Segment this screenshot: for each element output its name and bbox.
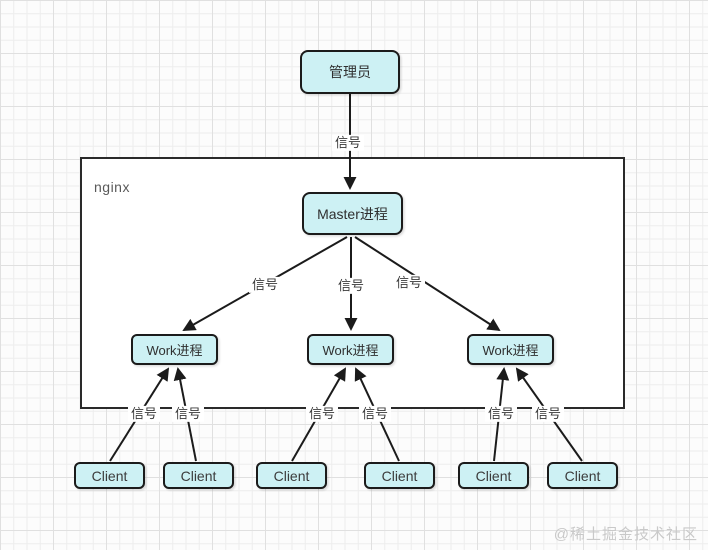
edge-label-signal-client2: 信号: [171, 405, 205, 423]
node-worker-3: Work进程: [467, 334, 554, 365]
edge-label-signal-master-worker1: 信号: [248, 276, 282, 294]
edge-label-signal-client5: 信号: [484, 405, 518, 423]
edge-label-signal-master-worker2: 信号: [334, 277, 368, 295]
node-master: Master进程: [302, 192, 403, 235]
node-admin: 管理员: [300, 50, 400, 94]
watermark: @稀土掘金技术社区: [553, 526, 698, 543]
edge-label-signal-client3: 信号: [305, 405, 339, 423]
node-client-1: Client: [74, 462, 145, 489]
node-client-4: Client: [364, 462, 435, 489]
node-client-3: Client: [256, 462, 327, 489]
node-client-2: Client: [163, 462, 234, 489]
node-worker-2: Work进程: [307, 334, 394, 365]
edge-label-signal-master-worker3: 信号: [392, 274, 426, 292]
nginx-container-label: nginx: [94, 179, 130, 195]
node-client-5: Client: [458, 462, 529, 489]
edge-label-signal-admin-master: 信号: [331, 134, 365, 152]
edge-label-signal-client6: 信号: [531, 405, 565, 423]
node-worker-1: Work进程: [131, 334, 218, 365]
edge-label-signal-client1: 信号: [127, 405, 161, 423]
edge-label-signal-client4: 信号: [358, 405, 392, 423]
edge-master-to-worker-3: [354, 236, 501, 332]
node-client-6: Client: [547, 462, 618, 489]
